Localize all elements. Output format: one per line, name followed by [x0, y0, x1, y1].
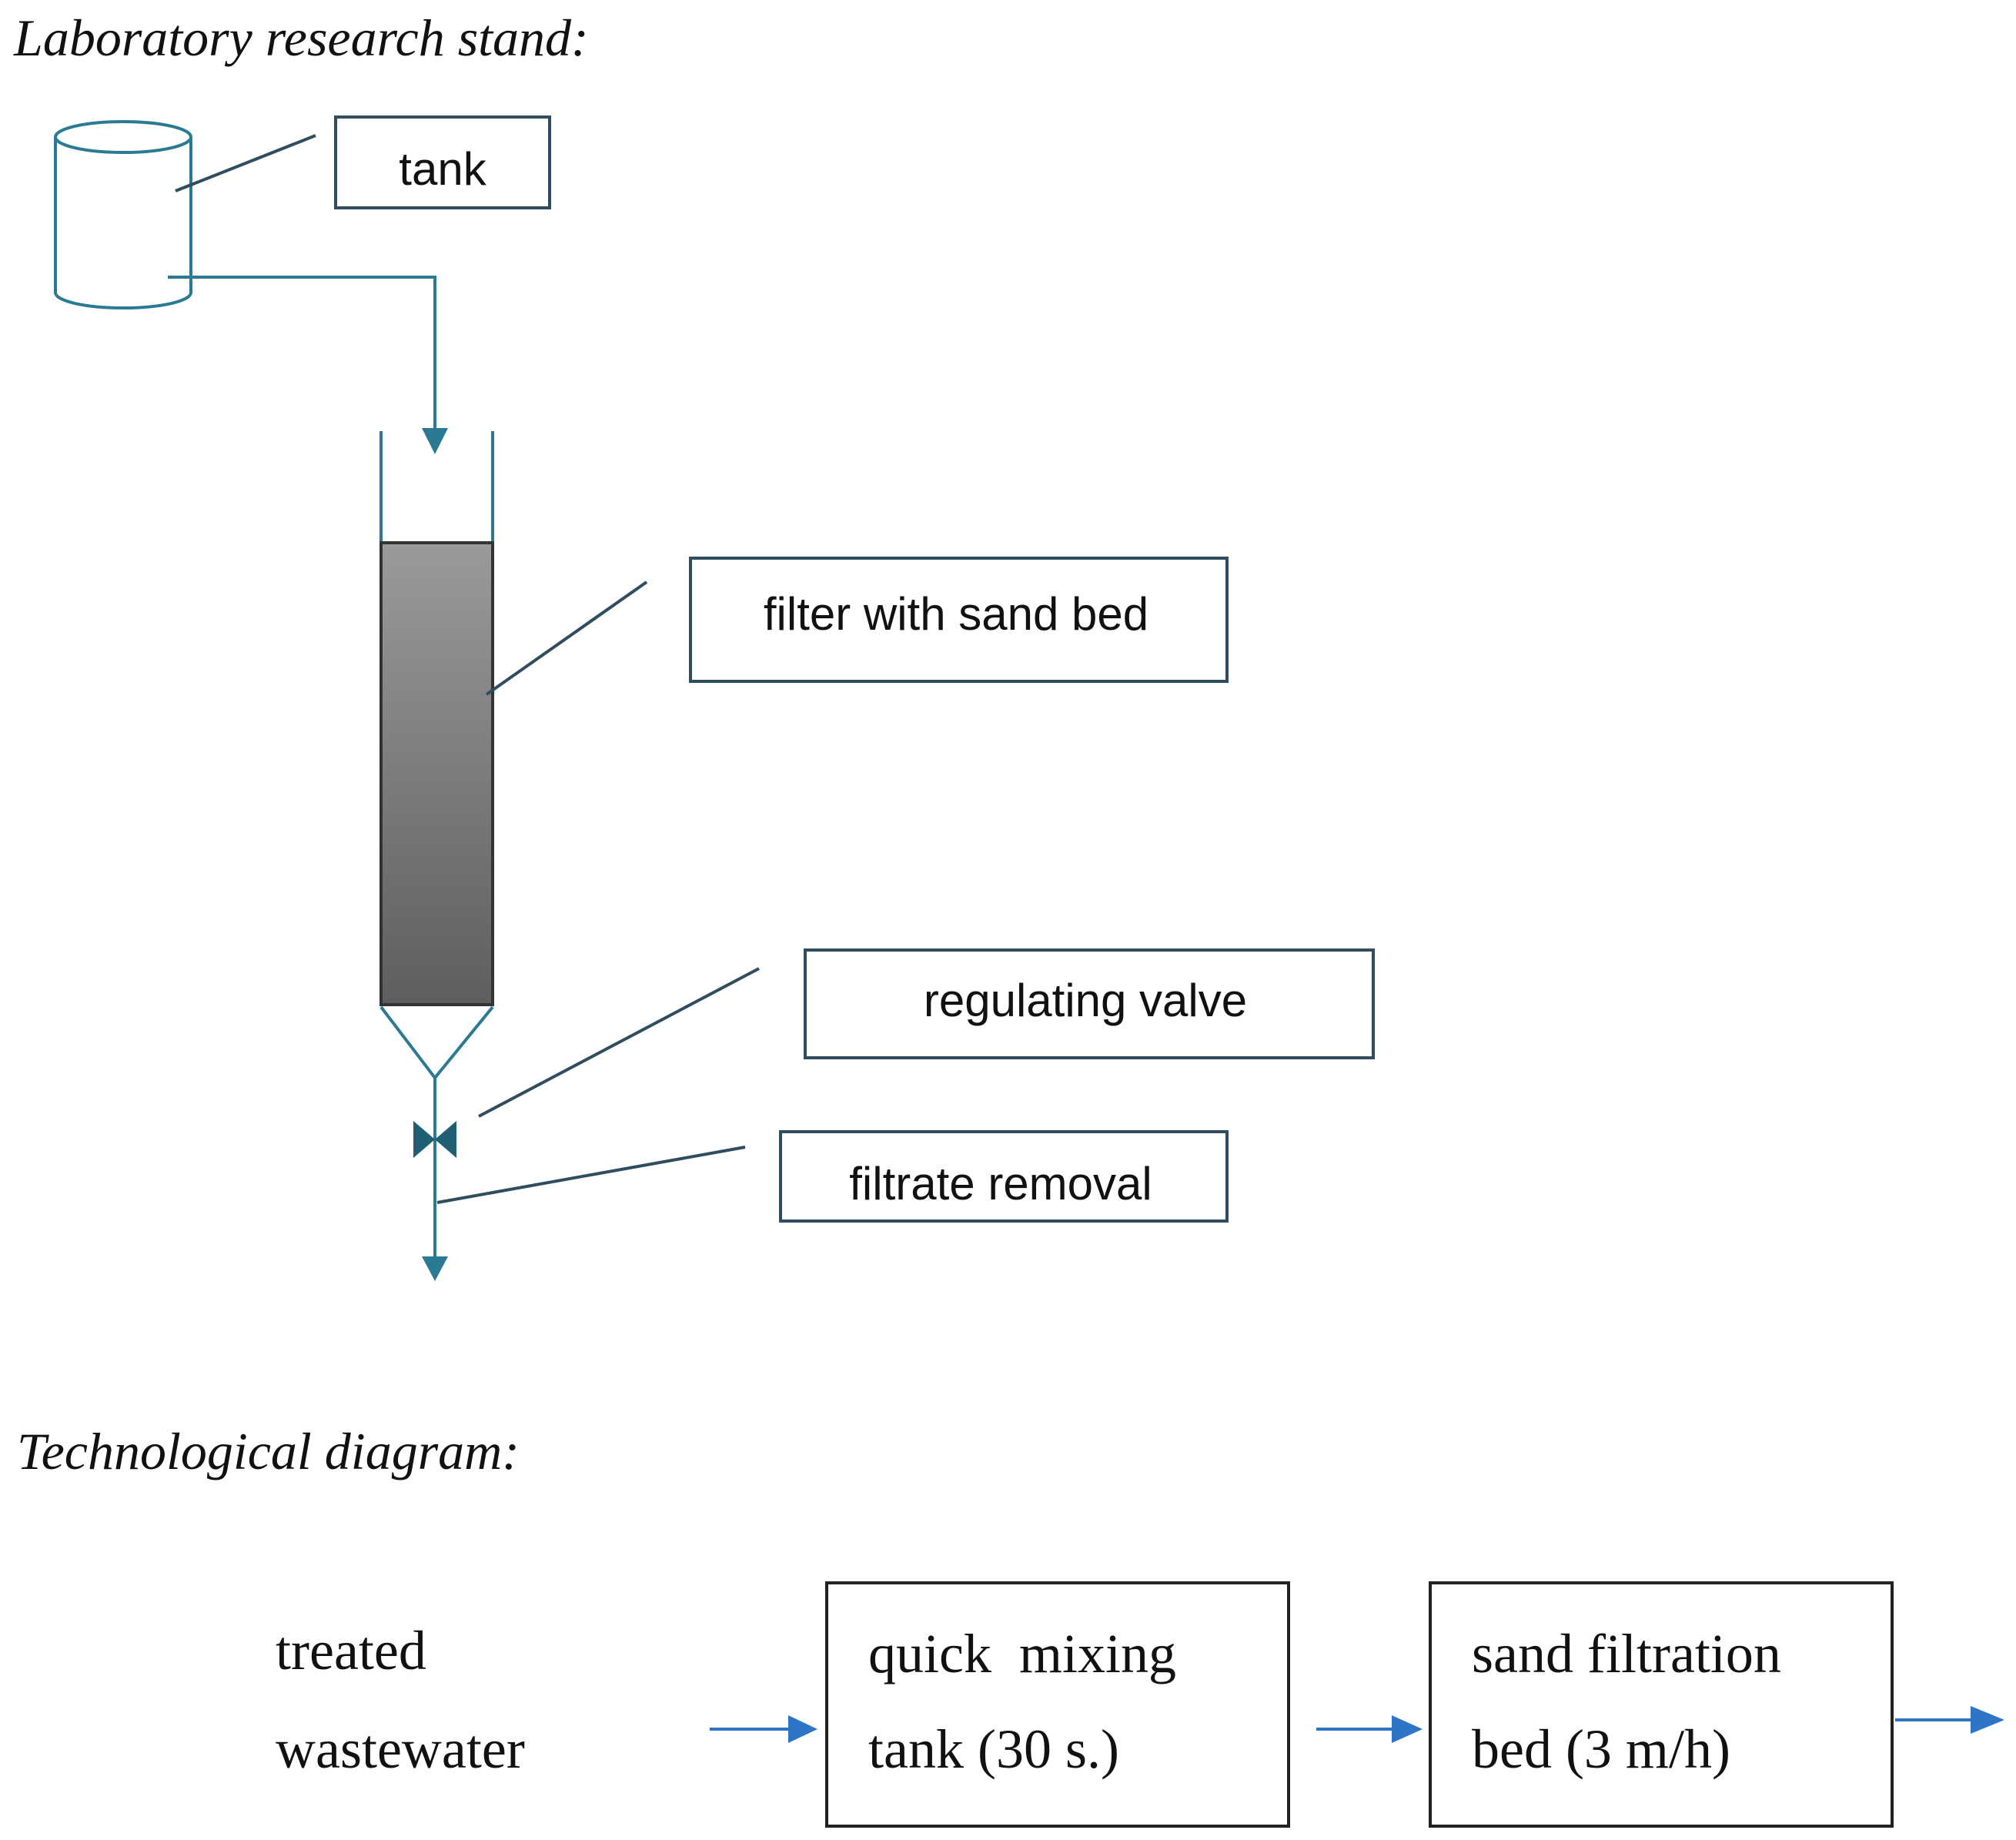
sand-filtration-line1: sand filtration [1472, 1623, 1781, 1684]
flow-arrow-1-head-icon [788, 1715, 817, 1743]
input-label-line1: treated [276, 1620, 426, 1681]
filter-funnel [379, 1005, 494, 1081]
filter-label: filter with sand bed [764, 588, 1148, 640]
inflow-pipe [168, 276, 436, 437]
filter-label-box [689, 557, 1229, 683]
tank-label-box [334, 115, 551, 209]
mixing-tank-line2: tank (30 s.) [868, 1718, 1119, 1780]
valve-icon [413, 1121, 456, 1158]
sand-filtration-box [1429, 1581, 1894, 1828]
mixing-tank-line1: quick mixing [868, 1623, 1176, 1684]
tank-leader-line [175, 134, 316, 192]
flow-arrow-3-head-icon [1971, 1706, 2004, 1734]
filtrate-leader-line [436, 1146, 746, 1204]
sand-bed [379, 541, 494, 1006]
mixing-tank-box [825, 1581, 1290, 1828]
stand-heading: Laboratory research stand: [13, 8, 589, 67]
inflow-arrowhead-icon [422, 428, 448, 454]
valve-leader-line [478, 967, 760, 1118]
tech-heading: Technological diagram: [17, 1422, 520, 1480]
sand-filtration-line2: bed (3 m/h) [1472, 1718, 1730, 1780]
input-label-line2: wastewater [276, 1718, 525, 1780]
tank-icon [54, 120, 192, 309]
valve-label-box [804, 948, 1375, 1059]
filtrate-label: filtrate removal [849, 1158, 1152, 1209]
tank-label: tank [399, 143, 486, 195]
filter-leader-line [485, 580, 648, 696]
flow-arrow-2-head-icon [1392, 1715, 1423, 1743]
filtrate-label-box [779, 1130, 1229, 1223]
outflow-arrowhead-icon [422, 1256, 448, 1281]
valve-label: regulating valve [924, 975, 1247, 1026]
